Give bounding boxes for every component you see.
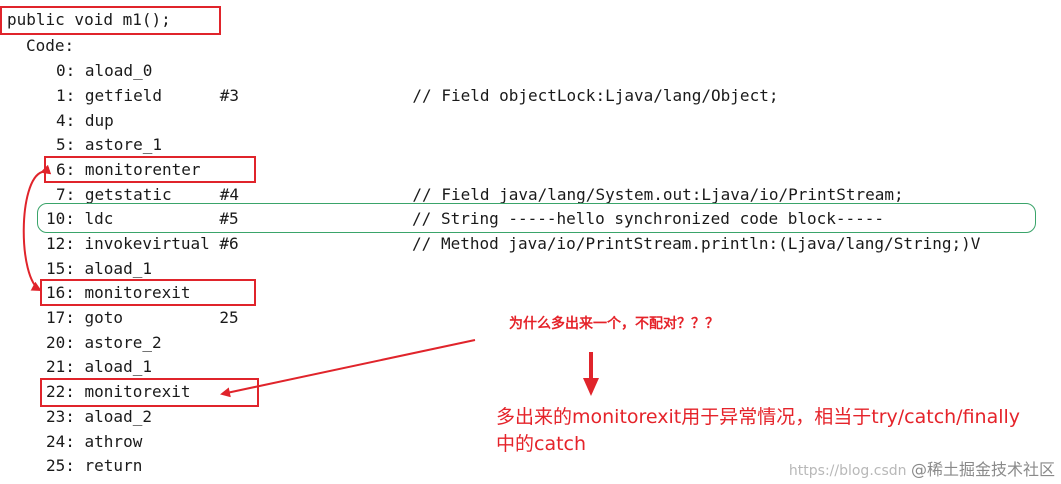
instruction-line: 21: aload_1 [46,357,152,376]
instruction-line-monitorenter: 6: monitorenter [56,160,201,179]
instruction-line-ldc: 10: ldc #5 // String -----hello synchron… [46,209,885,228]
instruction-line: 20: astore_2 [46,333,162,352]
instruction-line: 24: athrow [46,432,143,451]
instruction-line: 1: getfield #3 // Field objectLock:Ljava… [56,86,779,105]
instruction-line-monitorexit-normal: 16: monitorexit [46,283,191,302]
instruction-line: 5: astore_1 [56,135,162,154]
instruction-line: 7: getstatic #4 // Field java/lang/Syste… [56,185,904,204]
explanation-note-line2: 中的catch [496,433,587,455]
instruction-line: 0: aload_0 [56,61,153,80]
monitorexit-exception-highlight-box [40,378,259,407]
method-signature: public void m1(); [7,10,171,29]
down-arrowhead [583,378,599,396]
instruction-line: 25: return [46,456,143,475]
watermark-url: https://blog.csdn [788,463,907,479]
instruction-line: 15: aload_1 [46,259,152,278]
watermark: https://blog.csdn @稀土掘金技术社区 [789,456,1055,480]
instruction-line: 4: dup [56,111,114,130]
pairing-arrow [22,164,52,291]
signature-highlight-box [0,6,221,35]
instruction-line: 17: goto 25 [46,308,239,327]
instruction-line: 23: aload_2 [46,407,152,426]
monitorexit-normal-highlight-box [40,279,256,306]
explanation-note-line1: 多出来的monitorexit用于异常情况，相当于try/catch/final… [496,406,1021,428]
instruction-line: 12: invokevirtual #6 // Method java/io/P… [46,234,981,253]
question-note: 为什么多出来一个，不配对？？？ [509,316,719,332]
watermark-handle: @稀土掘金技术社区 [910,460,1055,479]
pointer-arrow [220,339,476,398]
code-label: Code: [26,36,75,55]
instruction-line-monitorexit-exception: 22: monitorexit [46,382,191,401]
